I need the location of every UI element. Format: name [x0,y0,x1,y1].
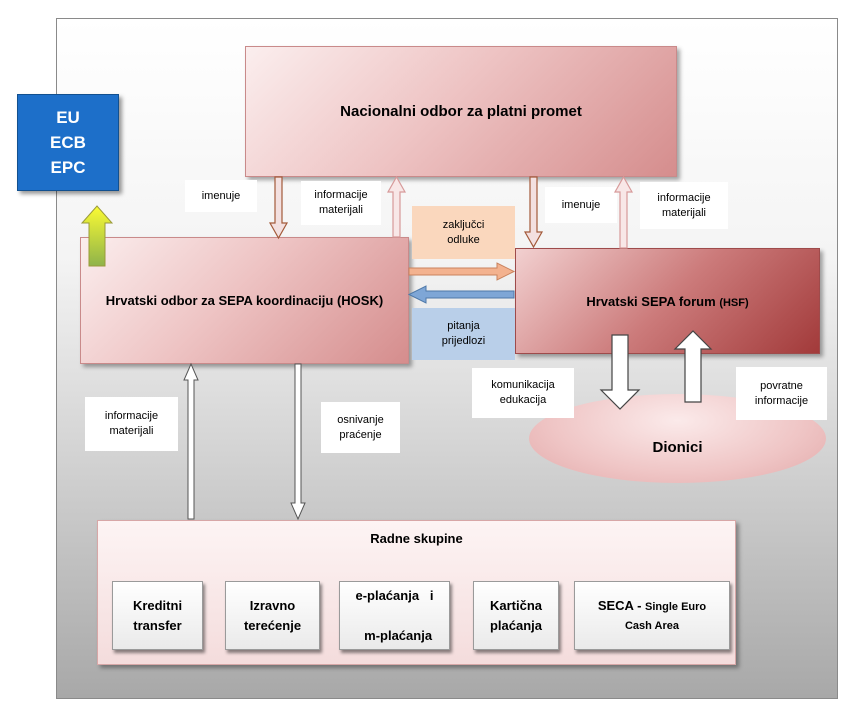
arrow-up-yellow [80,205,114,267]
label-conclusions: zaključci odluke [412,206,515,259]
wg-label: m-plaćanja [364,627,433,643]
working-group-card-payments: Kartična plaćanja [473,581,559,650]
label-text: zaključci [442,218,485,231]
label-text: materijali [661,206,706,219]
label-text: informacije [314,189,368,201]
label-imenuje-right: imenuje [545,187,617,223]
arrow-down-imenuje-right [523,176,544,249]
label-questions: pitanja prijedlozi [412,308,515,360]
arrow-down-communication [599,334,641,410]
national-board-box: Nacionalni odbor za platni promet [245,46,677,177]
label-text: informacije [754,394,809,407]
label-text: odluke [447,233,480,246]
label-text: praćenje [339,428,382,441]
hsf-title-abbr: (HSF) [719,296,749,309]
hosk-title: Hrvatski odbor za SEPA koordinaciju (HOS… [105,293,384,308]
label-text: materijali [109,425,154,437]
working-group-e-m-payments: e-plaćanja i m-plaćanja [339,581,450,650]
hsf-box: Hrvatski SEPA forum (HSF) [515,248,820,354]
label-text: informacije [657,191,711,204]
label-text: informacije [104,410,159,422]
working-groups-title: Radne skupine [370,531,463,546]
arrow-down-founding [290,363,306,521]
label-info-left: informacije materijali [301,181,381,225]
label-text: edukacija [499,394,547,406]
wg-label: terećenje [243,617,302,633]
label-info-right: informacije materijali [640,182,728,229]
arrow-down-imenuje-left [268,176,289,240]
working-group-credit-transfer: Kreditni transfer [112,581,203,650]
label-text: osnivanje [337,413,384,426]
arrow-left-questions [407,285,515,304]
epc-label: EPC [50,158,86,177]
arrow-up-feedback [673,330,713,403]
wg-label: Izravno [249,597,296,613]
label-text: imenuje [561,198,601,211]
hsf-title-name: Hrvatski SEPA forum [586,293,716,309]
label-text: materijali [318,204,363,216]
working-group-seca: SECA - Single Euro Cash Area [574,581,730,650]
wg-label-small: Single Euro [645,600,707,613]
wg-label-small: Cash Area [624,619,679,632]
national-board-title: Nacionalni odbor za platni promet [340,103,582,120]
label-text: imenuje [201,189,241,202]
wg-label: Kartična [489,597,543,613]
arrow-up-info-left [386,175,407,238]
label-text: pitanja [447,320,480,332]
label-text: komunikacija [491,379,555,391]
hsf-title: Hrvatski SEPA forum (HSF) [586,294,748,309]
wg-label: SECA - [597,597,642,613]
wg-label: Kreditni [132,597,183,613]
wg-label: e-plaćanja i [355,587,434,603]
working-group-direct-debit: Izravno terećenje [225,581,320,650]
hosk-box: Hrvatski odbor za SEPA koordinaciju (HOS… [80,237,409,364]
label-text: povratne [760,379,803,392]
label-text: prijedlozi [441,335,486,347]
eu-ecb-epc-box: EU ECB EPC [17,94,119,191]
arrow-right-conclusions [408,262,516,281]
arrow-up-info-right [613,175,634,249]
label-feedback: povratne informacije [736,367,827,420]
wg-label: plaćanja [489,617,543,633]
eu-label: EU [56,108,80,127]
ecb-label: ECB [50,133,86,152]
stakeholders-title: Dionici [652,439,703,456]
label-communication: komunikacija edukacija [472,368,574,418]
label-founding: osnivanje praćenje [321,402,400,453]
label-info-bottom: informacije materijali [85,397,178,451]
arrow-up-info-bottom [183,362,199,520]
wg-label: transfer [133,617,182,633]
label-imenuje-left: imenuje [185,180,257,212]
